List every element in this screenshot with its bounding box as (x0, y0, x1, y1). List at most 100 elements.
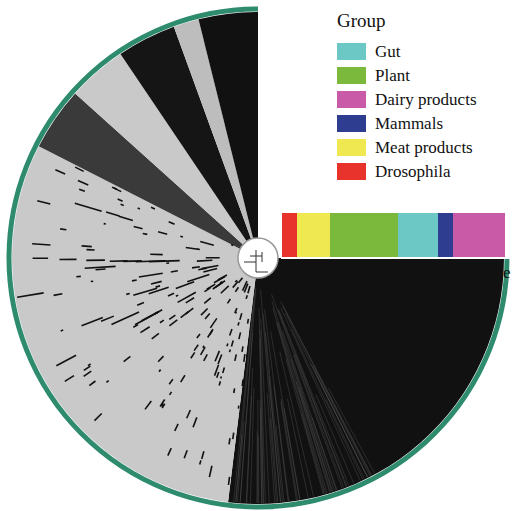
branch-line (274, 385, 288, 501)
branch-line (270, 418, 276, 502)
branch-mark (126, 293, 129, 296)
branch-mark (169, 379, 173, 384)
branch-mark (200, 460, 201, 464)
branch-mark (160, 320, 164, 323)
branch-mark (232, 433, 234, 439)
branch-line (236, 289, 256, 502)
branch-mark (156, 286, 160, 287)
branch-mark (197, 260, 213, 262)
branch-line (281, 402, 297, 500)
branch-line (263, 314, 280, 502)
legend-text: Gut (375, 43, 401, 60)
branch-mark (85, 266, 116, 268)
branch-line (236, 435, 242, 502)
branch-mark (209, 466, 212, 477)
branch-mark (248, 286, 250, 293)
branch-mark (139, 273, 163, 277)
branch-line (286, 313, 368, 477)
branch-mark (56, 355, 76, 366)
branch-mark (240, 313, 242, 320)
branch-line (296, 381, 330, 492)
branch-line (281, 308, 360, 481)
branch-mark (215, 351, 219, 361)
legend-text: Meat products (375, 139, 473, 156)
branch-line (276, 425, 284, 502)
group-bar (330, 213, 398, 257)
branch-mark (175, 424, 178, 431)
branch-mark (239, 332, 241, 339)
branch-mark (233, 282, 238, 288)
branch-mark (208, 329, 213, 337)
branch-mark (112, 187, 121, 191)
branch-line (295, 354, 346, 487)
branch-mark (91, 280, 93, 282)
branch-mark (237, 322, 240, 325)
branch-mark (151, 281, 162, 284)
branch-mark (239, 278, 243, 283)
clade-sector (228, 258, 504, 504)
branch-mark (89, 381, 95, 386)
branch-mark (59, 259, 76, 261)
branch-mark (209, 330, 212, 335)
branch-mark (244, 284, 248, 293)
branch-mark (171, 271, 178, 272)
group-bar (297, 213, 330, 257)
legend-swatch (337, 67, 366, 84)
branch-mark (124, 356, 131, 361)
branch-mark (104, 223, 106, 225)
branch-line (234, 305, 254, 502)
branch-mark (158, 356, 163, 362)
branch-mark (151, 207, 155, 209)
branch-line (259, 308, 263, 503)
branch-mark (187, 274, 209, 281)
branch-mark (82, 245, 92, 247)
branch-mark (119, 216, 133, 220)
group-bar (398, 213, 438, 257)
branch-mark (210, 318, 216, 327)
branch-mark (215, 281, 225, 288)
branch-mark (178, 292, 196, 302)
branch-mark (238, 406, 240, 409)
branch-mark (235, 287, 238, 292)
branch-line (329, 388, 375, 473)
branch-mark (169, 222, 175, 224)
branch-mark (76, 276, 80, 278)
branch-mark (217, 372, 219, 378)
branch-mark (180, 236, 183, 238)
branch-mark (158, 232, 167, 234)
branch-line (258, 436, 259, 503)
branch-mark (191, 352, 195, 358)
branch-mark (149, 287, 169, 293)
branch-mark (231, 340, 233, 346)
branch-mark (186, 247, 198, 249)
branch-mark (246, 295, 247, 299)
branch-mark (203, 346, 204, 348)
branch-mark (187, 410, 191, 418)
branch-mark (181, 375, 185, 382)
branch-mark (78, 181, 88, 185)
branch-line (246, 368, 253, 503)
branch-line (293, 355, 342, 488)
cut-label: e (503, 264, 511, 281)
legend-text: Dairy products (375, 91, 477, 108)
branch-mark (203, 268, 217, 271)
branch-mark (166, 262, 169, 264)
clade-sector (198, 12, 258, 258)
branch-mark (79, 189, 85, 191)
legend-text: Plant (375, 67, 410, 84)
branch-mark (75, 203, 102, 211)
branch-mark (94, 413, 101, 420)
branch-mark (198, 268, 207, 270)
branch-mark (137, 303, 144, 306)
branch-mark (101, 316, 114, 321)
branch-line (272, 294, 344, 487)
branch-mark (194, 345, 198, 351)
legend-swatch (337, 115, 366, 132)
branch-mark (227, 343, 228, 346)
branch-line (267, 394, 274, 503)
branch-mark (145, 401, 151, 409)
branch-line (281, 399, 297, 500)
branch-mark (106, 381, 108, 383)
legend-swatch (337, 91, 366, 108)
